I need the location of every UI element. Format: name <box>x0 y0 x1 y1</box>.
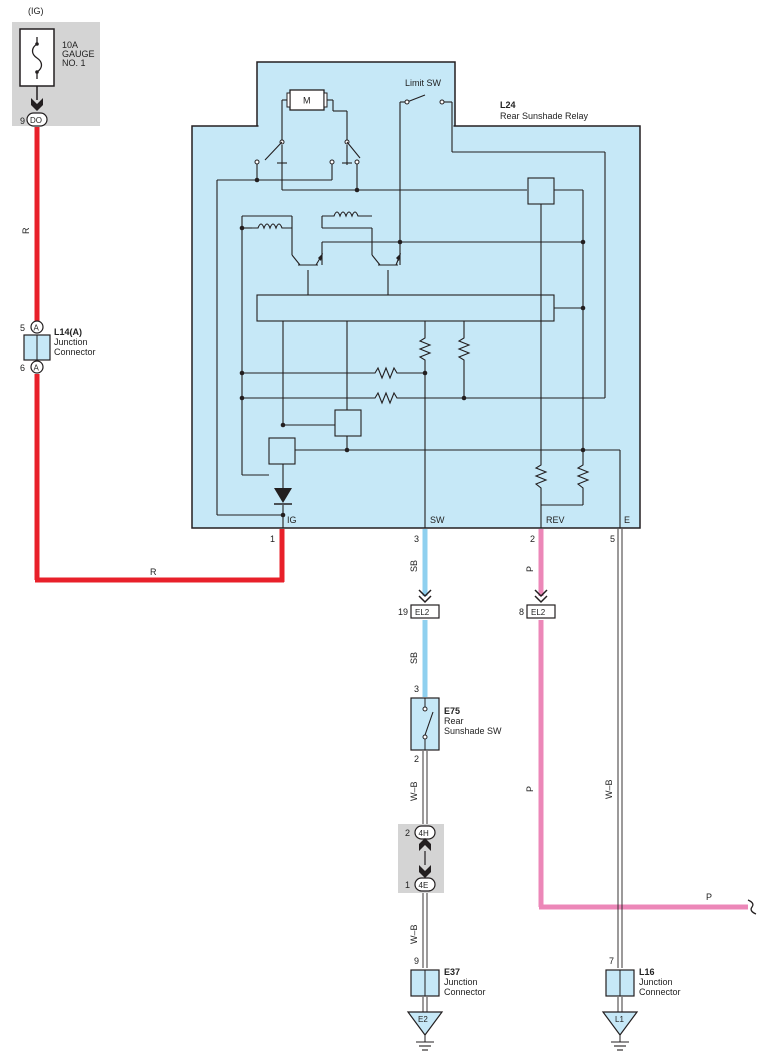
wire-break-icon <box>747 899 757 915</box>
l16-name-1: Junction <box>639 977 673 987</box>
c4e-label: 4E <box>419 881 429 890</box>
wire-label-wb-right: W–B <box>604 779 614 799</box>
l16-name-2: Connector <box>639 987 681 997</box>
el2-sb-label: EL2 <box>415 608 430 617</box>
coil-2-icon <box>322 211 372 218</box>
resistor-icon <box>534 462 548 492</box>
l16-id: L16 <box>639 967 655 977</box>
fuse-connector <box>26 112 48 127</box>
fuse-name-1: GAUGE <box>62 49 95 59</box>
junction-connector-l16: 7 L16 Junction Connector L1 <box>601 956 681 1051</box>
terminal-rev-pin: 2 <box>530 534 535 544</box>
connector-arrow-icon <box>31 98 43 111</box>
wire-label-wb-left-upper: W–B <box>409 781 419 801</box>
l14-symbol-bottom: A <box>34 364 40 373</box>
l14-pin-top: 5 <box>20 323 25 333</box>
coil-1-icon <box>252 223 292 230</box>
el2-sb-pin: 19 <box>398 607 408 617</box>
fuse-element-icon <box>31 37 43 79</box>
wire-label-p-horizontal: P <box>706 892 712 902</box>
limit-sw-label: Limit SW <box>405 78 442 88</box>
connector-el2-sb: 19 EL2 <box>398 589 440 619</box>
el2-p-pin: 8 <box>519 607 524 617</box>
wire-label-sb-upper: SB <box>409 560 419 572</box>
e75-name-2: Sunshade SW <box>444 726 502 736</box>
terminal-ig: IG <box>287 515 297 525</box>
connector-arrow-up-icon <box>419 838 431 851</box>
wire-label-sb-lower: SB <box>409 652 419 664</box>
resistor-icon <box>372 391 400 405</box>
connector-el2-p: 8 EL2 <box>519 589 556 619</box>
fuse-supply-label: (IG) <box>28 6 44 16</box>
fuse-10a-gauge-no1: (IG) 10A GAUGE NO. 1 9 DO <box>12 6 100 127</box>
e75-id: E75 <box>444 706 460 716</box>
resistor-icon <box>372 366 400 380</box>
resistor-icon <box>576 462 590 492</box>
wire-pink: P P P <box>525 529 757 915</box>
e75-pin-bottom: 2 <box>414 754 419 764</box>
wire-label-p-lower: P <box>525 786 535 792</box>
diode-icon <box>274 488 292 503</box>
rear-sunshade-relay: L24 Rear Sunshade Relay Limit SW <box>191 61 641 544</box>
l14-name-1: Junction <box>54 337 88 347</box>
l14-name-2: Connector <box>54 347 96 357</box>
el2-p-label: EL2 <box>531 608 546 617</box>
l14-pin-bottom: 6 <box>20 363 25 373</box>
e37-ground: E2 <box>418 1015 428 1024</box>
c4e-pin: 1 <box>405 880 410 890</box>
wire-label-p-upper: P <box>525 566 535 572</box>
l16-pin: 7 <box>609 956 614 966</box>
ground-icon <box>601 1011 639 1037</box>
terminal-sw: SW <box>430 515 445 525</box>
junction-connector-l14: 5 A 6 A L14(A) Junction Connector <box>20 320 96 374</box>
terminal-ig-pin: 1 <box>270 534 275 544</box>
connector-arrow-down-icon <box>419 865 431 878</box>
l14-id: L14(A) <box>54 327 82 337</box>
ground-icon <box>406 1011 444 1037</box>
l14-symbol-top: A <box>34 324 40 333</box>
junction-dots <box>239 177 586 518</box>
relay-id: L24 <box>500 100 516 110</box>
junction-connector-e37: 9 E37 Junction Connector E2 <box>406 956 486 1051</box>
fuse-name-2: NO. 1 <box>62 58 86 68</box>
terminal-e: E <box>624 515 630 525</box>
rear-sunshade-switch-e75: 3 E75 Rear Sunshade SW 2 <box>410 684 502 764</box>
e37-id: E37 <box>444 967 460 977</box>
motor-symbol: M <box>303 96 311 106</box>
connector-4h-4e: 2 4H 1 4E <box>398 824 444 893</box>
terminal-rev: REV <box>546 515 565 525</box>
wire-label-wb-left-lower: W–B <box>409 924 419 944</box>
switch-icon <box>424 711 434 736</box>
terminal-sw-pin: 3 <box>414 534 419 544</box>
l16-ground: L1 <box>615 1015 624 1024</box>
c4h-pin: 2 <box>405 828 410 838</box>
relay-name: Rear Sunshade Relay <box>500 111 589 121</box>
resistor-icon <box>418 335 432 364</box>
relay-main-body <box>191 125 641 529</box>
wire-label-r-vertical: R <box>21 227 31 234</box>
wire-white-black <box>422 529 623 1012</box>
c4h-label: 4H <box>419 829 429 838</box>
e37-name-2: Connector <box>444 987 486 997</box>
wire-sky-blue: SB SB <box>409 529 428 697</box>
fuse-amp: 10A <box>62 40 78 50</box>
fuse-connector-label: DO <box>30 116 42 125</box>
e75-name-1: Rear <box>444 716 464 726</box>
e37-pin: 9 <box>414 956 419 966</box>
wire-red: R R <box>21 127 285 583</box>
terminal-e-pin: 5 <box>610 534 615 544</box>
e75-pin-top: 3 <box>414 684 419 694</box>
wire-label-r-horizontal: R <box>150 567 157 577</box>
e37-name-1: Junction <box>444 977 478 987</box>
fuse-pin: 9 <box>20 116 25 126</box>
resistor-icon <box>457 335 471 364</box>
